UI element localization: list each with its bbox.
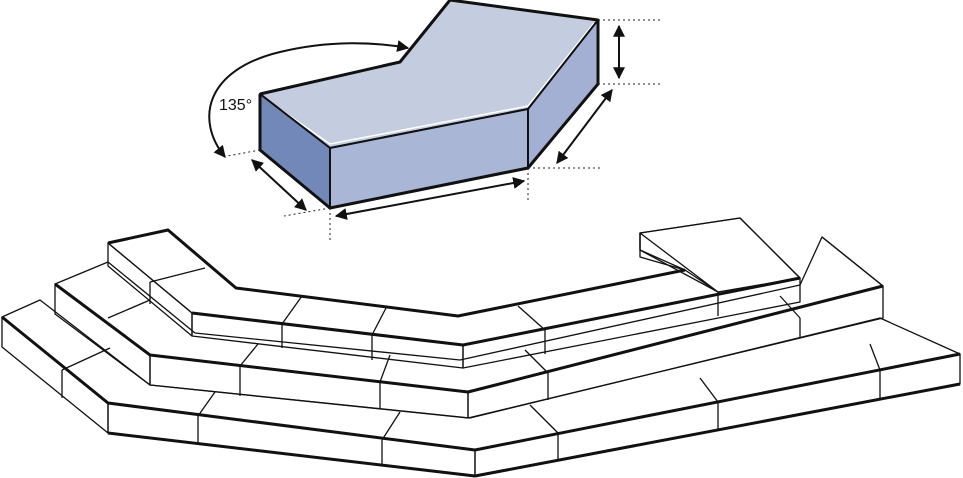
tier-top-front-right	[462, 277, 801, 369]
tier-bottom	[1, 299, 961, 478]
joint	[149, 267, 206, 283]
angle-arc	[208, 40, 410, 158]
joint	[61, 347, 111, 371]
tier-top-top	[107, 217, 801, 346]
tier-middle	[54, 236, 884, 419]
tier-middle-front-right	[467, 285, 884, 419]
tier-top-end-block-top	[639, 217, 801, 293]
joint	[524, 349, 549, 374]
joint	[529, 404, 559, 434]
joint	[517, 305, 546, 331]
tier-top	[107, 217, 801, 369]
tier-top-end-block-side	[639, 232, 719, 293]
joint	[197, 391, 216, 417]
joint	[239, 343, 259, 367]
tier-top-back-edge	[107, 228, 686, 318]
tier-bottom-top	[1, 299, 961, 451]
length-dimension	[334, 177, 526, 220]
depth-ext-bottom	[283, 207, 331, 217]
joint	[779, 295, 801, 319]
tier-bottom-front-left	[1, 316, 109, 434]
joint	[699, 377, 719, 403]
depth-dimension	[251, 159, 307, 211]
joint	[381, 411, 401, 441]
angled-length-dimension	[556, 89, 613, 164]
tier-middle-end	[821, 236, 884, 287]
tier-bottom-top-edge	[1, 315, 961, 452]
joint	[371, 307, 387, 336]
angle-label: 135°	[219, 97, 253, 114]
tier-middle-top-edge	[54, 282, 884, 394]
stepped-seating	[1, 217, 961, 478]
tier-top-front-edge	[191, 276, 801, 347]
joint	[281, 295, 303, 325]
joint	[107, 299, 151, 319]
joint	[869, 343, 881, 371]
dimension-annotations	[208, 19, 660, 242]
tier-bottom-base-edge	[107, 382, 961, 478]
angled-block	[258, 0, 600, 210]
depth-ext-top	[221, 149, 261, 158]
